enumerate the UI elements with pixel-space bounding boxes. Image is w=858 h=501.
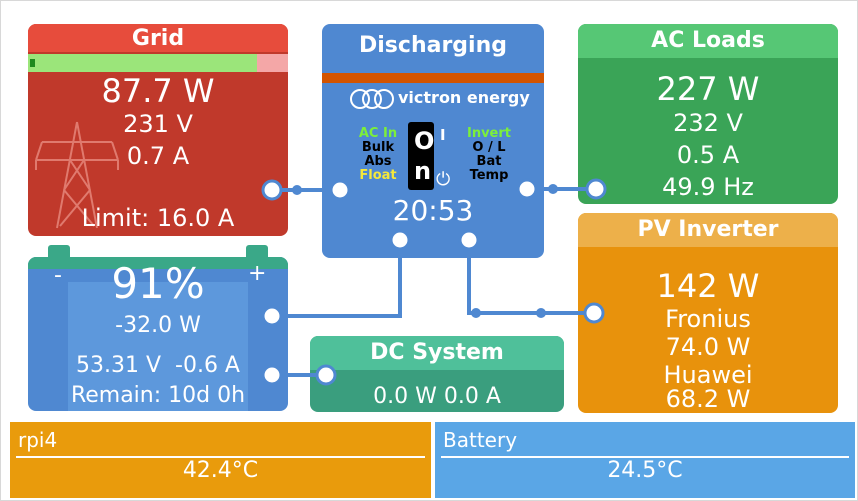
dc-system-values: 0.0 W 0.0 A — [373, 384, 501, 409]
battery-minus-sign: - — [54, 263, 62, 288]
led-float: Float — [359, 168, 397, 183]
pv-inverter-huawei-name: Huawei — [663, 361, 753, 389]
battery-voltage-current: 53.31 V -0.6 A — [76, 353, 240, 378]
inverter-state: Discharging — [359, 33, 507, 58]
battery-plus-sign: + — [248, 261, 267, 286]
led-overload: O / L — [472, 140, 506, 155]
inverter-right-labels: Invert O / L Bat Temp — [458, 127, 520, 183]
temp-battery-divider — [441, 456, 849, 458]
pv-inverter-fronius-name: Fronius — [665, 305, 751, 333]
dc-system-connector — [315, 364, 337, 386]
grid-power: 87.7 W — [101, 72, 215, 110]
grid-limit-bar-fill — [28, 54, 257, 72]
victron-logo-icon — [348, 88, 396, 110]
temp-rpi4-value: 42.4°C — [182, 458, 259, 483]
pv-inverter-title: PV Inverter — [578, 213, 838, 247]
ac-loads-title: AC Loads — [578, 24, 838, 58]
grid-limit-bar-marker — [30, 59, 35, 67]
inverter-switch[interactable]: On — [408, 122, 434, 190]
temp-battery-value: 24.5°C — [607, 458, 683, 483]
grid-voltage: 231 V — [123, 110, 193, 138]
temp-rpi4-divider — [16, 456, 425, 458]
inverter-ac-out-connector — [516, 178, 538, 200]
battery-top-strip — [28, 257, 288, 269]
led-ac-in: AC In — [358, 126, 398, 141]
pv-inverter-power: 142 W — [656, 267, 760, 305]
led-low-battery: Bat — [476, 154, 502, 169]
temp-battery-tile[interactable]: Battery 24.5°C — [435, 422, 855, 498]
inverter-ac-in-connector — [329, 179, 351, 201]
ac-loads-connector — [585, 178, 607, 200]
switch-on-symbol: I — [440, 126, 446, 144]
ac-loads-current: 0.5 A — [676, 141, 740, 169]
victron-brand-text: victron energy — [398, 88, 530, 107]
power-symbol-icon: ⏻ — [436, 169, 451, 190]
battery-remaining: Remain: 10d 0h — [70, 383, 246, 408]
grid-tile[interactable]: Grid 87.7 W 231 V 0.7 A Limit: 16.0 A — [28, 24, 288, 236]
battery-tile[interactable]: - + 91% -32.0 W 53.31 V -0.6 A Remain: 1… — [28, 257, 288, 411]
inverter-dc-connector — [389, 229, 411, 251]
led-abs: Abs — [364, 154, 392, 169]
ac-loads-voltage: 232 V — [673, 109, 743, 137]
pylon-icon — [35, 121, 119, 229]
battery-soc-fill — [68, 281, 248, 411]
grid-limit-bar — [28, 54, 288, 72]
inverter-time: 20:53 — [392, 194, 474, 227]
ac-loads-power: 227 W — [656, 70, 760, 108]
inverter-pv-connector — [458, 229, 480, 251]
temp-battery-label: Battery — [443, 428, 518, 452]
ac-loads-frequency: 49.9 Hz — [662, 173, 754, 201]
inverter-stripe — [322, 73, 544, 83]
inverter-tile[interactable]: Discharging victron energy AC In Bulk Ab… — [322, 24, 544, 258]
dc-system-title: DC System — [310, 336, 564, 370]
led-bulk: Bulk — [361, 140, 395, 155]
led-invert: Invert — [466, 126, 511, 141]
battery-soc: 91% — [111, 259, 205, 308]
grid-current: 0.7 A — [126, 142, 190, 170]
temp-rpi4-tile[interactable]: rpi4 42.4°C — [10, 422, 431, 498]
grid-connector — [261, 179, 283, 201]
ac-loads-tile[interactable]: AC Loads 227 W 232 V 0.5 A 49.9 Hz — [578, 24, 838, 204]
pv-inverter-connector — [583, 302, 605, 324]
temp-rpi4-label: rpi4 — [18, 428, 58, 452]
battery-power: -32.0 W — [115, 313, 201, 338]
pv-inverter-tile[interactable]: PV Inverter 142 W Fronius 74.0 W Huawei … — [578, 213, 838, 413]
grid-title: Grid — [28, 24, 288, 52]
dc-system-tile[interactable]: DC System 0.0 W 0.0 A — [310, 336, 564, 412]
led-temperature: Temp — [469, 168, 509, 183]
inverter-left-labels: AC In Bulk Abs Float — [352, 127, 404, 183]
battery-connector — [261, 305, 283, 327]
pv-inverter-fronius-power: 74.0 W — [665, 333, 751, 361]
pv-inverter-huawei-power: 68.2 W — [665, 385, 751, 413]
battery-dc-connector — [261, 364, 283, 386]
grid-limit: Limit: 16.0 A — [81, 204, 235, 232]
